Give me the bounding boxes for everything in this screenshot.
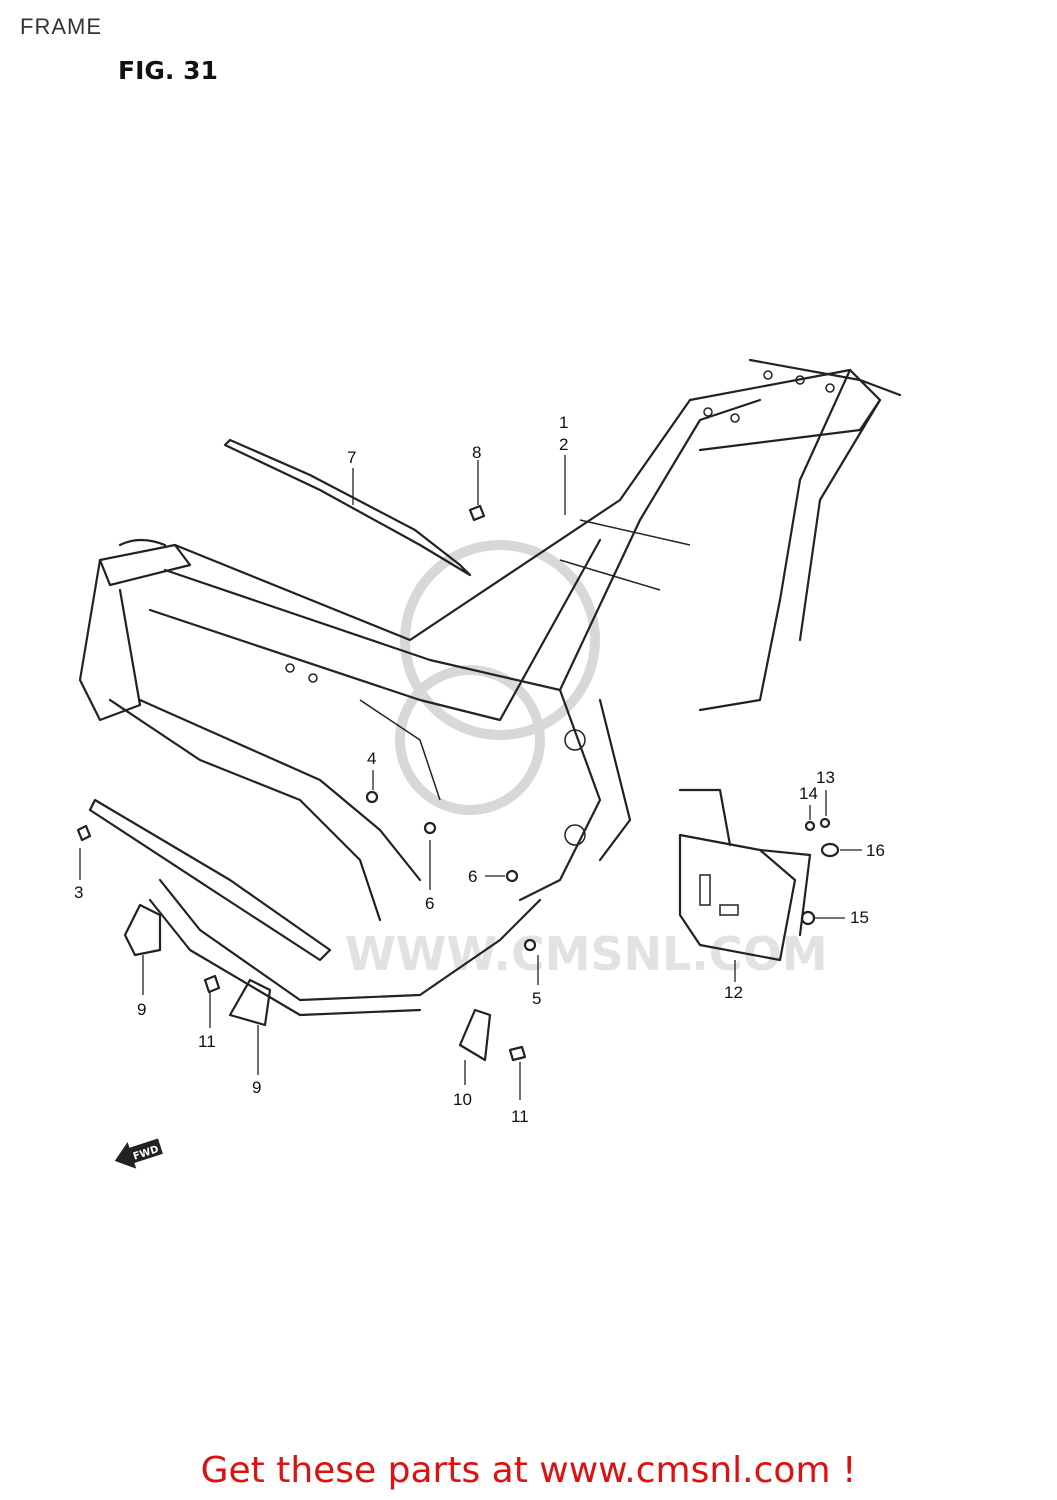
callout-11b: 11: [511, 1107, 529, 1126]
main-frame: [78, 358, 902, 922]
bracket-9b: [228, 978, 272, 1027]
callout-15: 15: [850, 908, 869, 927]
bracket-10: [458, 1008, 492, 1062]
callout-9a: 9: [137, 1000, 146, 1019]
callout-3: 3: [74, 883, 83, 902]
callout-16: 16: [866, 841, 885, 860]
bracket-9a: [123, 903, 162, 957]
callout-13: 13: [816, 768, 835, 787]
section-title: FRAME: [20, 14, 102, 39]
watermark-text: WWW.CMSNL.COM: [345, 927, 828, 981]
callout-7: 7: [347, 448, 356, 467]
callout-labels: 1 2 3 4 5 6 6 7 8 9 9 10 11 11 12 13 14 …: [74, 413, 885, 1126]
battery-box-12: [678, 788, 812, 962]
callout-8: 8: [472, 443, 481, 462]
lower-cradle: [88, 798, 332, 962]
figure-label: FIG. 31: [118, 56, 218, 85]
cmsnl-link[interactable]: Get these parts at www.cmsnl.com !: [200, 1450, 857, 1491]
forward-arrow-icon: FWD: [114, 1138, 163, 1169]
callout-5: 5: [532, 989, 541, 1008]
callout-2: 2: [559, 435, 568, 454]
callout-12: 12: [724, 983, 743, 1002]
callout-6b: 6: [468, 867, 477, 886]
leader-lines: [79, 455, 862, 1100]
callout-11a: 11: [198, 1032, 216, 1051]
callout-6a: 6: [425, 894, 434, 913]
brace-7: [223, 438, 472, 577]
footer-promo: Get these parts at www.cmsnl.com !: [0, 1450, 1057, 1491]
frame-diagram: WWW.CMSNL.COM: [74, 358, 902, 1169]
callout-14: 14: [799, 784, 818, 803]
callout-10: 10: [453, 1090, 472, 1109]
bolt-8: [468, 504, 486, 522]
callout-4: 4: [367, 749, 376, 768]
callout-1: 1: [559, 413, 568, 432]
callout-9b: 9: [252, 1078, 261, 1097]
